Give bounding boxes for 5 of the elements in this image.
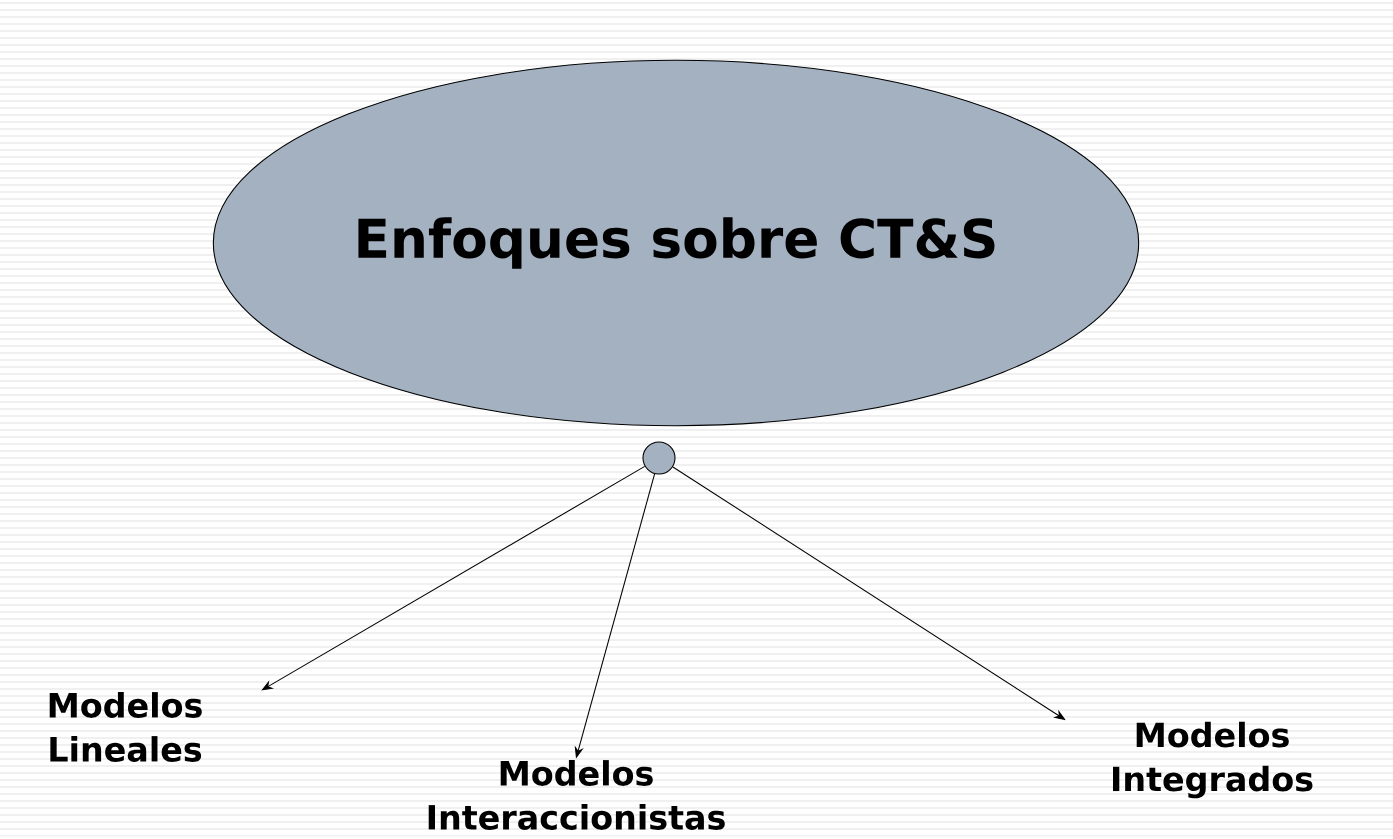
node-label: Modelos Lineales — [49, 692, 202, 762]
connector-circle — [642, 441, 676, 475]
ellipse-node: Enfoques sobre CT&S — [212, 59, 1140, 427]
node-label: Modelos Interaccionistas — [428, 760, 725, 830]
node-label: Modelos Integrados — [1113, 721, 1313, 799]
